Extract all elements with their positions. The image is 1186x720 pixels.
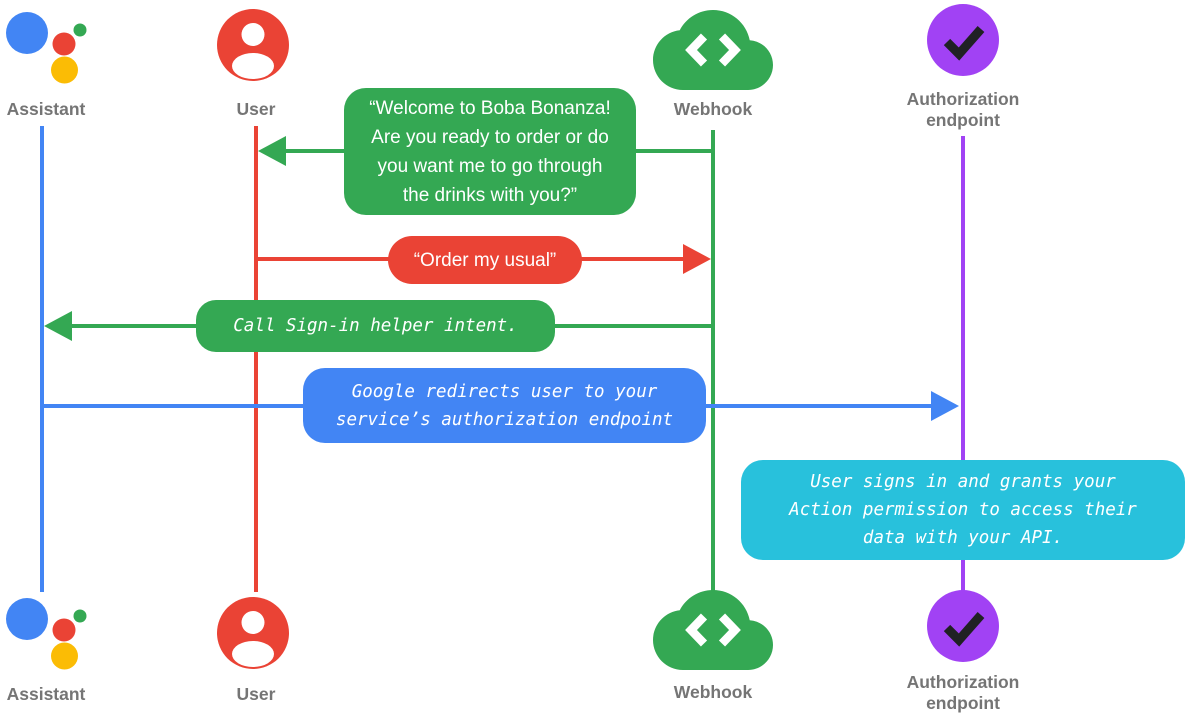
actor-label-webhook-bottom: Webhook: [673, 682, 753, 702]
lifeline-webhook: [711, 130, 715, 592]
actor-label-assistant-top: Assistant: [6, 99, 86, 119]
assistant-icon: [6, 598, 87, 670]
user-icon: [217, 597, 289, 669]
message-redirect: Google redirects user to your service’s …: [303, 368, 706, 443]
webhook-cloud-icon: [653, 590, 773, 670]
actor-label-auth-bottom: Authorization endpoint: [906, 672, 1020, 713]
auth-check-icon: [927, 4, 999, 76]
actor-label-webhook-top: Webhook: [673, 99, 753, 119]
lifeline-auth-endpoint: [961, 136, 965, 592]
message-order: “Order my usual”: [388, 236, 582, 284]
auth-check-icon: [927, 590, 999, 662]
user-icon: [217, 9, 289, 81]
message-grant-access: User signs in and grants your Action per…: [741, 460, 1185, 560]
lifeline-user: [254, 126, 258, 592]
webhook-cloud-icon: [653, 10, 773, 90]
actor-label-auth-top: Authorization endpoint: [906, 89, 1020, 130]
arrowhead-order: [683, 244, 711, 274]
actor-label-user-bottom: User: [236, 684, 276, 704]
actor-label-user-top: User: [236, 99, 276, 119]
arrowhead-redirect: [931, 391, 959, 421]
actor-label-assistant-bottom: Assistant: [6, 684, 86, 704]
assistant-icon: [6, 12, 87, 84]
arrowhead-signin: [44, 311, 72, 341]
message-signin-helper: Call Sign-in helper intent.: [196, 300, 555, 352]
lifeline-assistant: [40, 126, 44, 592]
message-welcome: “Welcome to Boba Bonanza! Are you ready …: [344, 88, 636, 215]
arrowhead-welcome: [258, 136, 286, 166]
